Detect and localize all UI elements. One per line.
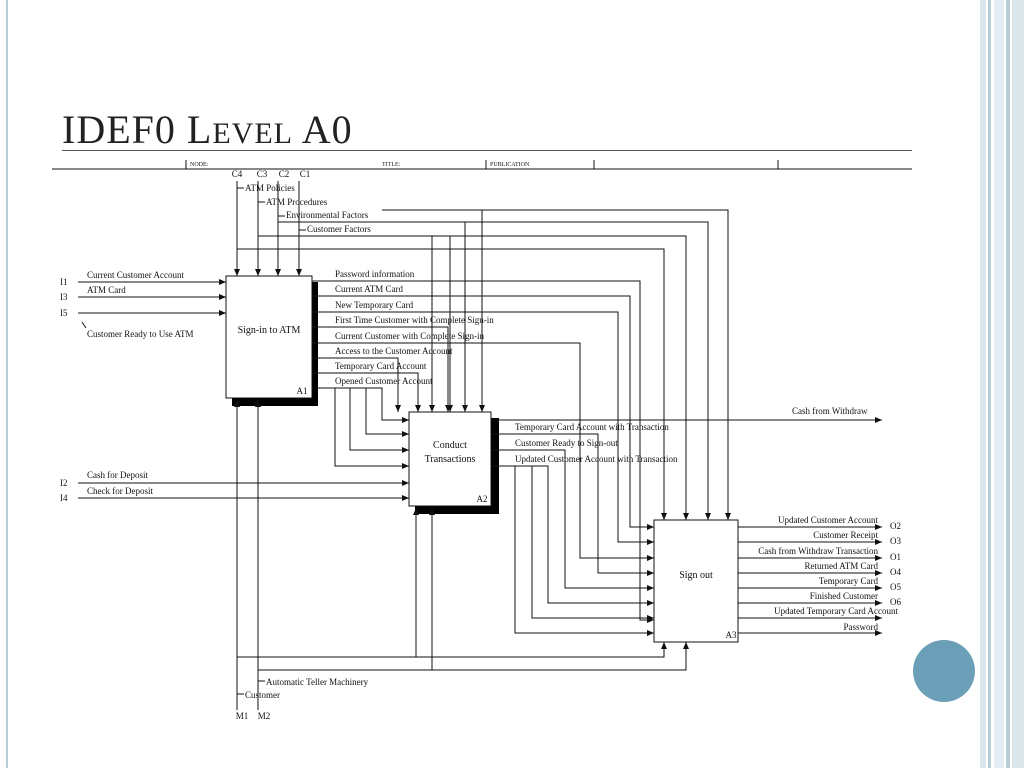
a2-output-labels: Temporary Card Account with Transaction … — [515, 406, 868, 464]
input-label-current-customer-account: Current Customer Account — [87, 270, 184, 280]
box-a2-number: A2 — [477, 494, 488, 504]
final-output-password: Password — [843, 622, 878, 632]
box-a1-label: Sign-in to ATM — [238, 325, 301, 336]
final-output-code-o3: O3 — [890, 536, 901, 546]
final-output-updated-customer-account: Updated Customer Account — [778, 515, 878, 525]
control-code-c4: C4 — [232, 169, 243, 179]
control-label-atm-policies: ATM Policies — [245, 183, 295, 193]
final-output-code-o5: O5 — [890, 582, 901, 592]
box-a1 — [225, 275, 318, 406]
final-output-cash-withdraw-transaction: Cash from Withdraw Transaction — [758, 546, 878, 556]
final-output-finished-customer: Finished Customer — [810, 591, 878, 601]
mechanism-label-automatic-teller-machinery: Automatic Teller Machinery — [266, 677, 369, 687]
final-output-code-o4: O4 — [890, 567, 901, 577]
control-label-customer-factors: Customer Factors — [307, 224, 371, 234]
output-cash-from-withdraw: Cash from Withdraw — [792, 406, 868, 416]
control-code-c3: C3 — [257, 169, 268, 179]
a1-output-current-customer: Current Customer with Complete Sign-in — [335, 331, 484, 341]
a1-output-first-time-customer: First Time Customer with Complete Sign-i… — [335, 315, 494, 325]
mechanism-arrows — [234, 400, 689, 710]
final-output-code-o2: O2 — [890, 521, 901, 531]
input-arrows — [78, 279, 409, 501]
slide-frame-right — [980, 0, 1024, 768]
slide-title: IDEF0 LEVEL A0 — [62, 107, 353, 152]
box-a3-number: A3 — [726, 630, 737, 640]
final-output-customer-receipt: Customer Receipt — [813, 530, 878, 540]
mechanism-code-m2: M2 — [258, 711, 271, 721]
control-arrows — [234, 181, 731, 520]
final-output-arrows — [738, 524, 882, 636]
final-output-returned-atm-card: Returned ATM Card — [805, 561, 879, 571]
a1-output-labels: Password information Current ATM Card Ne… — [335, 269, 494, 386]
input-label-customer-ready: Customer Ready to Use ATM — [87, 329, 194, 339]
form-header — [52, 160, 912, 170]
control-code-c1: C1 — [300, 169, 311, 179]
final-output-temporary-card: Temporary Card — [819, 576, 879, 586]
input-label-atm-card: ATM Card — [87, 285, 126, 295]
a1-output-current-atm-card: Current ATM Card — [335, 284, 403, 294]
a1-output-opened-customer-account: Opened Customer Account — [335, 376, 433, 386]
box-a3 — [653, 519, 739, 643]
a1-output-temporary-card-account: Temporary Card Account — [335, 361, 427, 371]
box-a3-label: Sign out — [679, 570, 713, 581]
control-labels — [237, 187, 306, 231]
title-rule — [62, 150, 912, 151]
box-a2 — [408, 411, 499, 514]
a1-output-password-information: Password information — [335, 269, 415, 279]
a1-output-access-customer-account: Access to the Customer Account — [335, 346, 453, 356]
final-output-code-o1: O1 — [890, 552, 901, 562]
box-a2-label-line1: Conduct — [433, 440, 467, 451]
accent-circle — [913, 640, 975, 702]
slide-frame-left — [6, 0, 8, 768]
control-label-atm-procedures: ATM Procedures — [266, 197, 328, 207]
a2-output-arrows — [491, 417, 882, 636]
final-output-updated-temporary-card-account: Updated Temporary Card Account — [774, 606, 898, 616]
input-label-cash-for-deposit: Cash for Deposit — [87, 470, 148, 480]
final-output-labels: Updated Customer Account Customer Receip… — [758, 515, 901, 632]
input-code-i4: I4 — [60, 493, 68, 503]
input-label-check-for-deposit: Check for Deposit — [87, 486, 153, 496]
a2-output-temporary-card-account-transaction: Temporary Card Account with Transaction — [515, 422, 669, 432]
a2-output-customer-ready-signout: Customer Ready to Sign-out — [515, 438, 618, 448]
control-code-c2: C2 — [279, 169, 290, 179]
header-publication-fragment: PUBLICATION — [490, 162, 530, 168]
box-a1-number: A1 — [297, 386, 308, 396]
mechanism-code-m1: M1 — [236, 711, 249, 721]
final-output-code-o6: O6 — [890, 597, 901, 607]
input-code-i5: I5 — [60, 308, 68, 318]
a1-output-new-temporary-card: New Temporary Card — [335, 300, 414, 310]
mechanism-label-customer: Customer — [245, 690, 280, 700]
box-a2-label-line2: Transactions — [425, 454, 476, 465]
a2-output-updated-customer-account-transaction: Updated Customer Account with Transactio… — [515, 454, 678, 464]
control-label-environmental-factors: Environmental Factors — [286, 210, 369, 220]
input-code-i2: I2 — [60, 478, 68, 488]
header-node-fragment: NODE: — [190, 162, 209, 168]
input-code-i3: I3 — [60, 292, 68, 302]
header-title-fragment: TITLE: — [382, 162, 401, 168]
input-code-i1: I1 — [60, 277, 68, 287]
